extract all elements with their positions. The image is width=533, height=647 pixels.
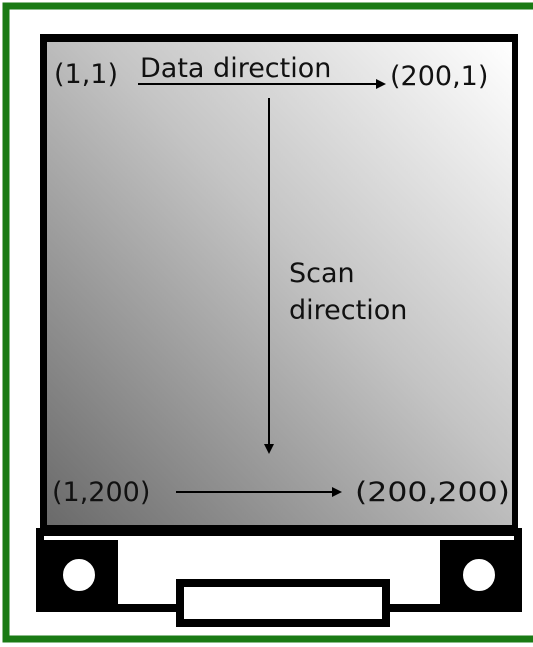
label-bottom-right-coordinate: (200,200)	[355, 477, 510, 508]
label-scan-direction-line1: Scan	[289, 258, 355, 289]
label-data-direction: Data direction	[140, 53, 331, 84]
label-scan-direction-line2: direction	[289, 295, 407, 326]
screen-area	[47, 42, 512, 525]
connector-icon	[176, 579, 390, 627]
label-top-right-coordinate: (200,1)	[390, 61, 488, 92]
mounting-hole-right-icon	[440, 540, 518, 608]
mounting-hole-left-icon	[40, 540, 118, 608]
label-bottom-left-coordinate: (1,200)	[52, 477, 150, 508]
label-top-left-coordinate: (1,1)	[54, 59, 118, 90]
